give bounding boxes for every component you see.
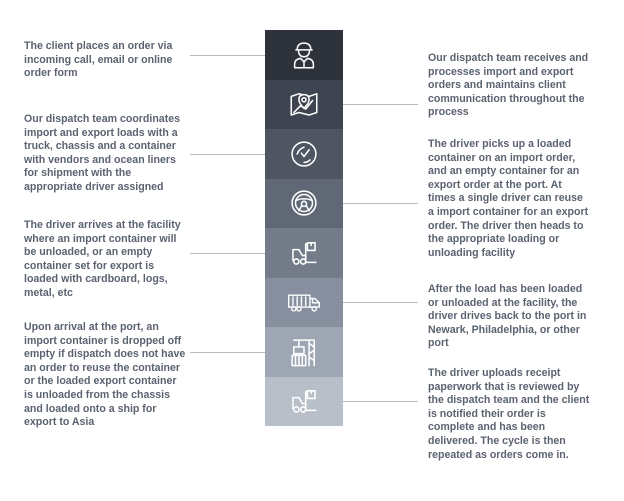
step-note-7: Upon arrival at the port, an import cont… bbox=[24, 321, 186, 429]
map-icon bbox=[290, 93, 318, 117]
connector-line bbox=[190, 55, 265, 56]
connector-line bbox=[343, 203, 418, 204]
connector-line bbox=[343, 104, 418, 105]
connector-line bbox=[343, 302, 418, 303]
step-note-3: Our dispatch team coordinates import and… bbox=[24, 113, 180, 193]
forklift-icon bbox=[292, 241, 317, 265]
connector-line bbox=[343, 401, 418, 402]
step-note-1: The client places an order via incoming … bbox=[24, 40, 173, 80]
forklift-icon bbox=[292, 390, 317, 414]
truck-icon bbox=[288, 294, 320, 312]
crane-container-icon bbox=[291, 339, 315, 367]
connector-line bbox=[190, 154, 265, 155]
step-note-6: After the load has been loaded or unload… bbox=[428, 283, 587, 350]
process-step-5 bbox=[265, 228, 343, 278]
connector-line bbox=[190, 352, 265, 353]
step-note-4: The driver picks up a loaded container o… bbox=[428, 138, 589, 259]
process-column bbox=[265, 30, 343, 426]
connector-line bbox=[190, 253, 265, 254]
step-note-5: The driver arrives at the facility where… bbox=[24, 219, 181, 299]
process-step-7 bbox=[265, 327, 343, 377]
step-note-8: The driver uploads receipt paperwork tha… bbox=[428, 367, 590, 461]
person-icon bbox=[293, 42, 315, 69]
steering-wheel-icon bbox=[291, 190, 317, 216]
step-note-2: Our dispatch team receives and processes… bbox=[428, 52, 589, 119]
process-step-4 bbox=[265, 178, 343, 228]
process-step-6 bbox=[265, 277, 343, 327]
process-step-1 bbox=[265, 30, 343, 80]
process-step-2 bbox=[265, 79, 343, 129]
process-step-8 bbox=[265, 376, 343, 426]
process-step-3 bbox=[265, 129, 343, 179]
check-badge-icon bbox=[291, 141, 317, 167]
